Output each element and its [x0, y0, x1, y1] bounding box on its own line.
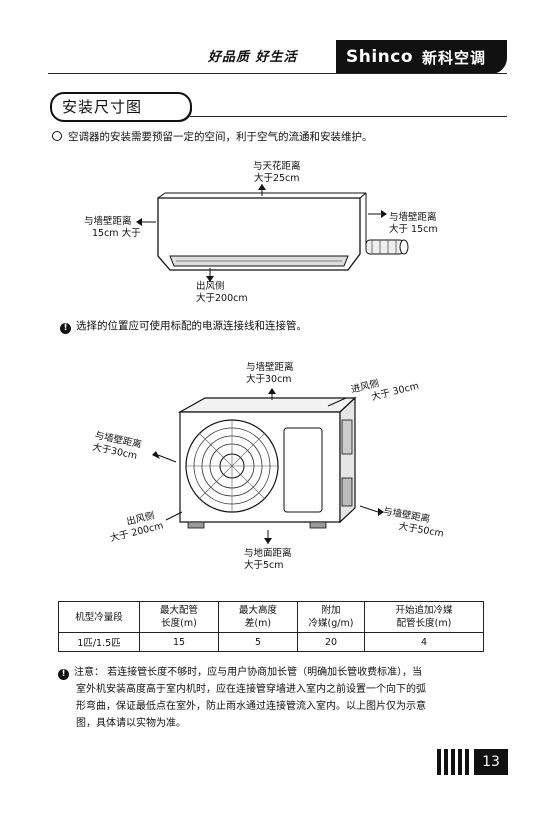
outdoor-bottom-label: 与地面距离 大于5cm [244, 548, 292, 572]
table-header-line: 最大配管 [159, 605, 198, 616]
exclamation-icon: ! [60, 323, 71, 334]
note-line: 形弯曲，保证最低点在室外，防止雨水通过连接管流入室内。以上图片仅为示意 [76, 701, 426, 712]
indoor-right-label-line2: 大于 15cm [389, 224, 438, 235]
table-header-line: 最大高度 [238, 605, 277, 616]
intro-paragraph: 空调器的安装需要预留一定的空间，利于空气的流通和安装维护。 [52, 129, 373, 144]
warning-positioning: ! 选择的位置应可使用标配的电源连接线和连接管。 [60, 318, 307, 334]
section-title-rule [190, 116, 507, 117]
outdoor-access-panel [283, 427, 323, 513]
indoor-top-label: 与天花距离 大于25cm [253, 161, 301, 185]
page-stripe [458, 749, 462, 775]
section-title: 安装尺寸图 [62, 98, 143, 116]
outdoor-outlet-arrow [165, 511, 183, 521]
indoor-left-label-line1: 与墙壁距离 [84, 216, 132, 227]
outdoor-top-face [177, 397, 357, 413]
outdoor-top-label: 与墙壁距离 大于30cm [246, 362, 294, 386]
indoor-top-label-line2: 大于25cm [253, 173, 300, 184]
table-header-line: 差(m) [244, 618, 272, 629]
exclamation-icon: ! [58, 669, 69, 680]
table-header-cell: 开始追加冷媒配管长度(m) [364, 601, 484, 633]
header-slogan: 好品质 好生活 [208, 50, 298, 65]
indoor-bottom-label-line2: 大于200cm [196, 293, 248, 304]
outdoor-top-label-line1: 与墙壁距离 [246, 362, 294, 373]
outdoor-valves [341, 477, 353, 507]
outdoor-top-label-line2: 大于30cm [246, 374, 292, 385]
table-cell: 5 [218, 632, 298, 652]
table-header-cell: 机型冷量段 [58, 601, 140, 633]
outdoor-side-connector [341, 419, 353, 455]
indoor-bottom-label: 出风侧 大于200cm [196, 281, 248, 305]
table-header-line: 配管长度(m) [396, 618, 452, 629]
table-header-row: 机型冷量段 最大配管长度(m) 最大高度差(m) 附加冷媒(g/m) 开始追加冷… [58, 601, 484, 633]
outdoor-fan-grille [185, 419, 279, 513]
table-header-line: 开始追加冷媒 [395, 605, 453, 616]
outdoor-inlet-arrow [327, 397, 347, 407]
indoor-bottom-label-line1: 出风侧 [196, 281, 225, 292]
outdoor-left-arrow [157, 454, 177, 463]
table-cell: 20 [297, 632, 365, 652]
brand-logo: Shinco 新科空调 [336, 40, 507, 74]
page-number: 13 [474, 749, 508, 775]
table-header-line: 长度(m) [161, 618, 197, 629]
table-cell: 1匹/1.5匹 [58, 632, 140, 652]
outdoor-bottom-label-line2: 大于5cm [244, 560, 284, 571]
table-header-line: 附加 [321, 605, 341, 616]
warning-positioning-text: 选择的位置应可使用标配的电源连接线和连接管。 [76, 320, 307, 332]
page-stripe [465, 749, 469, 775]
brand-name: Shinco [346, 47, 414, 67]
outdoor-unit-diagram [152, 388, 384, 544]
table-cell: 15 [139, 632, 219, 652]
table-cell: 4 [364, 632, 484, 652]
circle-bullet-icon [52, 131, 62, 141]
note-line-text: 注意： 若连接管长度不够时，应与用户协商加长管（明确加长管收费标准），当 [74, 667, 423, 678]
note-line: 图，具体请以实物为准。 [76, 718, 186, 729]
table-header-cell: 附加冷媒(g/m) [297, 601, 365, 633]
table-header-cell: 最大配管长度(m) [139, 601, 219, 633]
indoor-left-label: 与墙壁距离 15cm 大于 [84, 216, 141, 240]
page-stripe [451, 749, 455, 775]
indoor-top-label-line1: 与天花距离 [253, 161, 301, 172]
page-stripe [444, 749, 448, 775]
note-line: 室外机安装高度高于室内机时，应在连接管穿墙进入室内之前设置一个向下的弧 [76, 684, 426, 695]
table-row: 1匹/1.5匹 15 5 20 4 [58, 632, 484, 652]
table-header-cell: 最大高度差(m) [218, 601, 298, 633]
note-line: ! 注意： 若连接管长度不够时，应与用户协商加长管（明确加长管收费标准），当 [58, 664, 490, 681]
indoor-left-label-line2: 15cm 大于 [92, 228, 141, 239]
brand-name-cn: 新科空调 [422, 49, 487, 67]
table-header-line: 冷媒(g/m) [308, 618, 354, 629]
indoor-right-label: 与墙壁距离 大于 15cm [389, 212, 438, 236]
installation-note: ! 注意： 若连接管长度不够时，应与用户协商加长管（明确加长管收费标准），当 室外… [58, 664, 490, 732]
outdoor-bottom-label-line1: 与地面距离 [244, 548, 292, 559]
outdoor-right-arrow [359, 505, 379, 513]
page-stripe [437, 749, 441, 775]
indoor-right-label-line1: 与墙壁距离 [389, 212, 437, 223]
section-title-box: 安装尺寸图 [50, 92, 192, 122]
indoor-unit-diagram [136, 184, 409, 282]
header-rule [48, 73, 507, 74]
intro-text: 空调器的安装需要预留一定的空间，利于空气的流通和安装维护。 [68, 131, 373, 143]
pipe-spec-table: 机型冷量段 最大配管长度(m) 最大高度差(m) 附加冷媒(g/m) 开始追加冷… [58, 601, 484, 652]
